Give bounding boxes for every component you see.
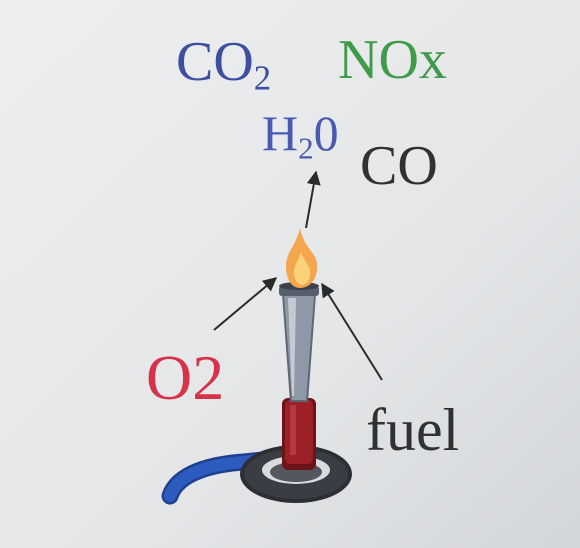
nox-label: NOx (338, 29, 447, 91)
fuel-arrow (321, 282, 383, 381)
co-label: CO (360, 135, 438, 197)
h2o-label: H20 (262, 105, 339, 166)
product-arrow (305, 170, 321, 229)
o2-label: O2 (146, 342, 225, 413)
burner-base-icon (240, 445, 352, 503)
fuel-label: fuel (366, 397, 460, 463)
burner-collar-icon (282, 398, 316, 470)
bunsen-burner-icon (279, 282, 319, 402)
oxygen-arrow (213, 277, 278, 331)
flame-icon (286, 228, 318, 288)
co2-label: CO2 (176, 31, 272, 98)
